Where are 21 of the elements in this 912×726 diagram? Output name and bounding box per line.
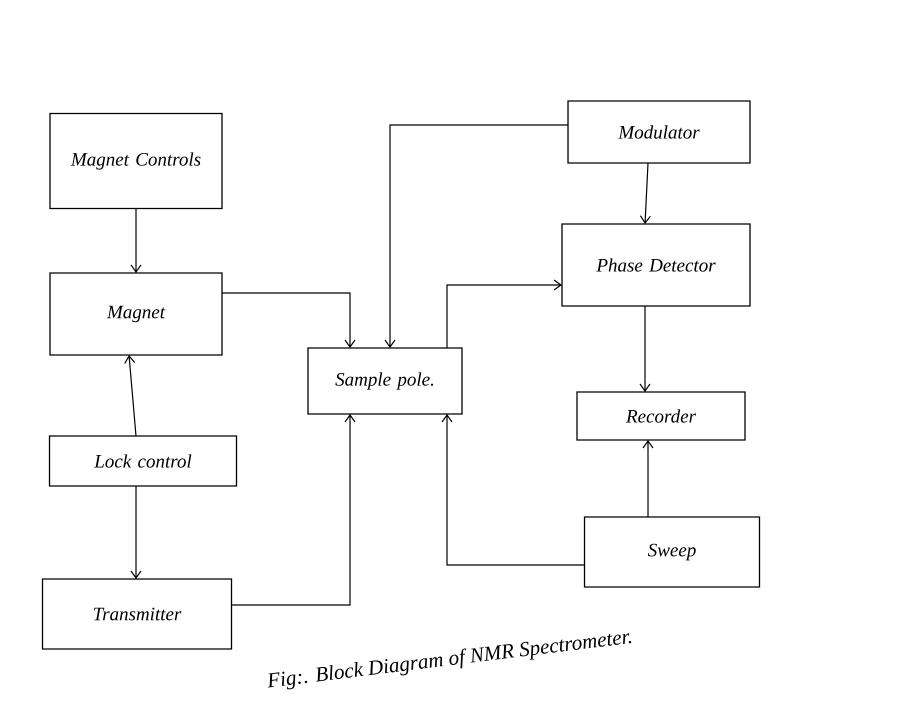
arrow	[384, 124, 568, 348]
block-box: Modulator	[567, 100, 751, 164]
arrow	[442, 414, 584, 566]
block-box: Transmitter	[42, 578, 232, 650]
arrow	[642, 440, 654, 517]
arrow	[640, 306, 650, 392]
block-box: Sample pole.	[307, 347, 463, 415]
arrow	[640, 162, 651, 224]
arrow	[130, 208, 142, 273]
arrow	[232, 414, 356, 606]
block-box: Sweep	[584, 516, 760, 588]
arrow	[222, 292, 356, 348]
arrow	[446, 280, 562, 348]
block-box: Phase Detector	[561, 223, 751, 307]
block-box: Recorder	[576, 391, 746, 441]
arrow	[124, 355, 137, 436]
block-box: Lock control	[48, 435, 238, 487]
caption: Fig:. Block Diagram of NMR Spectrometer.	[268, 633, 632, 690]
block-box: Magnet	[49, 272, 223, 356]
block-box: Magnet Controls	[49, 112, 223, 210]
arrow	[130, 486, 142, 579]
